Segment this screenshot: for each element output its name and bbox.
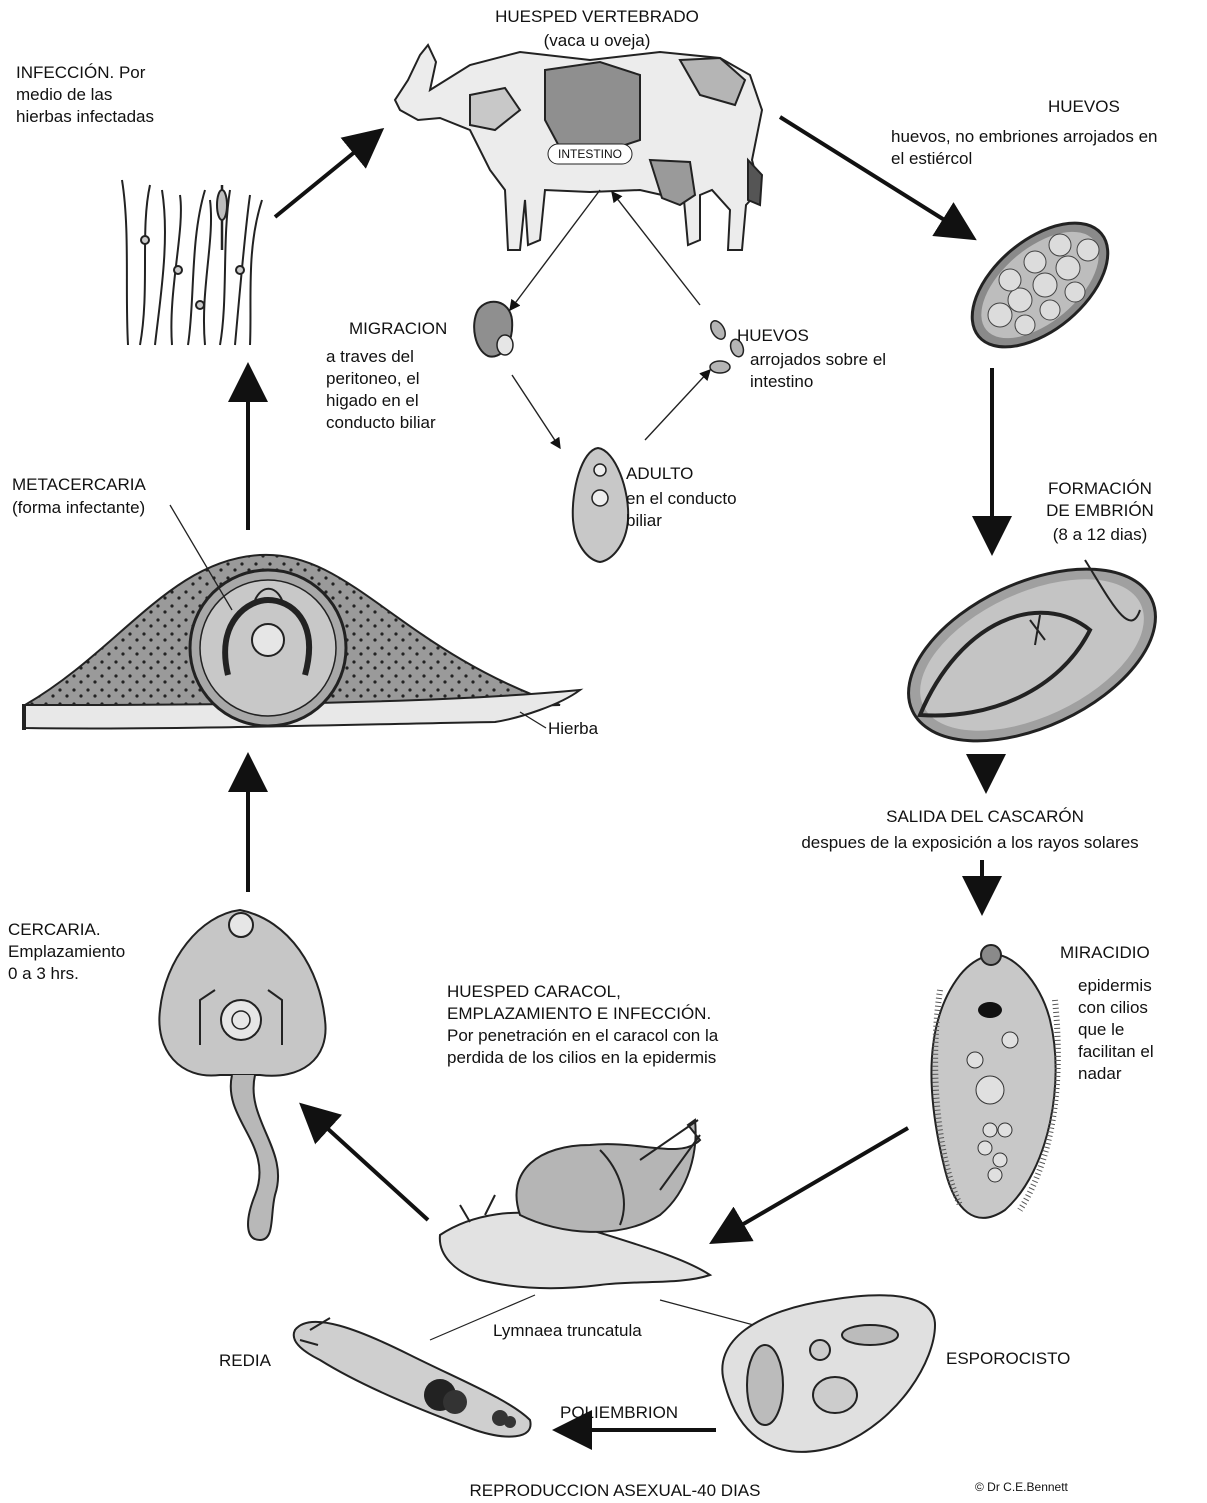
migration-line-1: a traves del — [326, 346, 414, 368]
grass-label: Hierba — [548, 718, 598, 740]
poliembrion-label: POLIEMBRION — [560, 1402, 678, 1424]
snail-illustration — [440, 1120, 710, 1288]
infection-title: INFECCIÓN. Por — [16, 62, 145, 84]
adult-line-1: en el conducto — [626, 488, 737, 510]
miracidio-line-2: con cilios — [1078, 997, 1148, 1019]
snail-pointer-right — [660, 1300, 765, 1328]
snail-host-line-4: perdida de los cilios en la epidermis — [447, 1047, 716, 1069]
snail-host-line-2: EMPLAZAMIENTO E INFECCIÓN. — [447, 1003, 711, 1025]
host-subtitle: (vaca u oveja) — [472, 30, 722, 52]
intestine-label: INTESTINO — [548, 147, 632, 161]
metacercaria-illustration — [22, 555, 580, 730]
miracidio-line-4: facilitan el — [1078, 1041, 1154, 1063]
asexual-reproduction-label: REPRODUCCION ASEXUAL-40 DIAS — [400, 1480, 830, 1502]
migration-line-3: higado en el — [326, 390, 419, 412]
grass-pointer — [520, 712, 546, 728]
eggs-line-1: huevos, no embriones arrojados en — [891, 126, 1158, 148]
adult-title: ADULTO — [626, 463, 693, 485]
inner-eggs-line-1: arrojados sobre el — [750, 349, 886, 371]
redia-label: REDIA — [219, 1350, 271, 1372]
cercaria-title: CERCARIA. — [8, 919, 101, 941]
miracidium-illustration — [931, 945, 1057, 1218]
migration-line-4: conducto biliar — [326, 412, 436, 434]
adult-line-2: biliar — [626, 510, 662, 532]
sporocyst-illustration — [722, 1295, 935, 1452]
eggs-title: HUEVOS — [1048, 96, 1120, 118]
snail-species-label: Lymnaea truncatula — [493, 1320, 642, 1342]
snail-host-line-1: HUESPED CARACOL, — [447, 981, 621, 1003]
migration-line-2: peritoneo, el — [326, 368, 420, 390]
hatch-title: SALIDA DEL CASCARÓN — [830, 806, 1140, 828]
cercaria-illustration — [159, 910, 325, 1240]
miracidio-line-3: que le — [1078, 1019, 1124, 1041]
embryo-title-line-2: DE EMBRIÓN — [1020, 500, 1180, 522]
infected-grass-illustration — [122, 180, 262, 345]
miracidio-title: MIRACIDIO — [1060, 942, 1150, 964]
main-cycle-arrows — [248, 117, 992, 1430]
embryo-egg-illustration — [882, 534, 1182, 776]
hatch-subtitle: despues de la exposición a los rayos sol… — [760, 832, 1180, 854]
eggs-line-2: el estiércol — [891, 148, 972, 170]
embryo-subtitle: (8 a 12 dias) — [1020, 524, 1180, 546]
egg-illustration — [950, 199, 1130, 371]
miracidio-line-5: nadar — [1078, 1063, 1121, 1085]
inner-eggs-title: HUEVOS — [737, 325, 809, 347]
migration-title: MIGRACION — [349, 318, 447, 340]
adult-fluke-illustration — [573, 448, 628, 562]
cercaria-line-1: Emplazamiento — [8, 941, 125, 963]
metacercaria-subtitle: (forma infectante) — [12, 497, 145, 519]
cercaria-line-2: 0 a 3 hrs. — [8, 963, 79, 985]
esporocisto-label: ESPOROCISTO — [946, 1348, 1070, 1370]
migration-fluke-illustration — [474, 302, 513, 357]
miracidio-line-1: epidermis — [1078, 975, 1152, 997]
snail-host-line-3: Por penetración en el caracol con la — [447, 1025, 718, 1047]
credit-label: © Dr C.E.Bennett — [975, 1480, 1068, 1494]
metacercaria-title: METACERCARIA — [12, 474, 146, 496]
infection-line-2: medio de las — [16, 84, 112, 106]
infection-line-3: hierbas infectadas — [16, 106, 154, 128]
host-title: HUESPED VERTEBRADO — [472, 6, 722, 28]
embryo-title-line-1: FORMACIÓN — [1020, 478, 1180, 500]
inner-eggs-line-2: intestino — [750, 371, 813, 393]
